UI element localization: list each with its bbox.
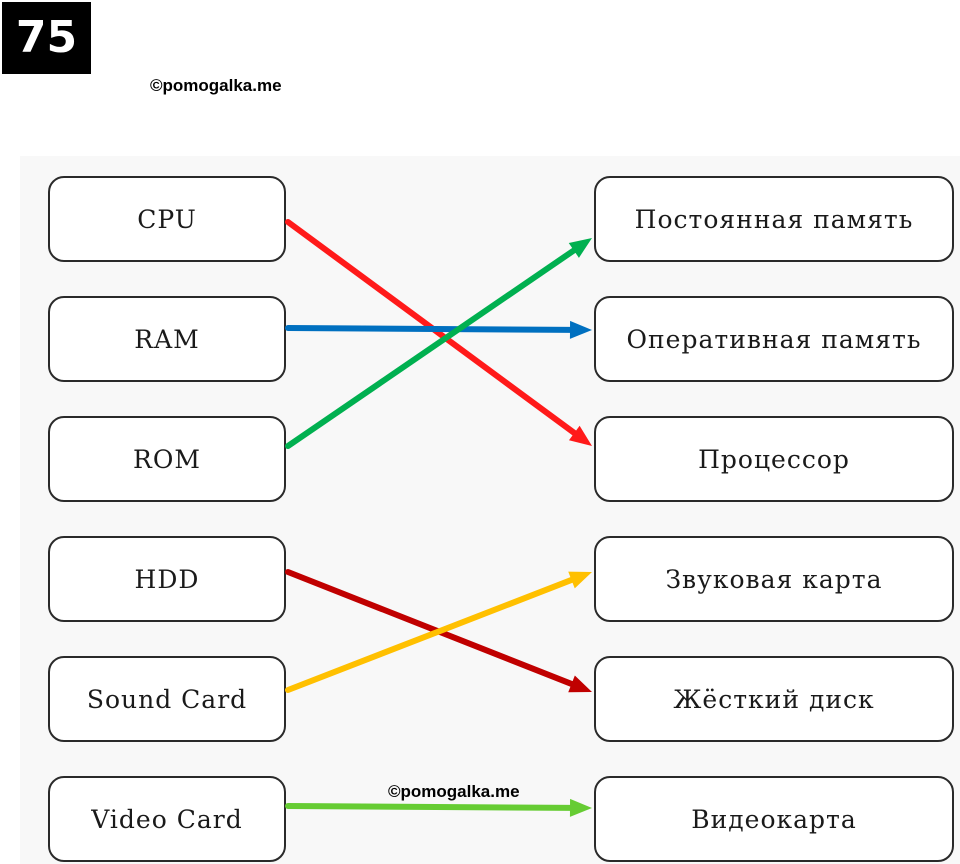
- arrow-line-video-card: [285, 803, 574, 811]
- arrow-head-video-card: [569, 798, 592, 817]
- arrow-head-hdd: [568, 675, 592, 693]
- left-box-sound-card: Sound Card: [48, 656, 286, 742]
- left-box-ram: RAM: [48, 296, 286, 382]
- left-box-cpu: CPU: [48, 176, 286, 262]
- arrow-line-ram: [285, 325, 574, 333]
- right-box-cpu: Процессор: [594, 416, 954, 502]
- right-box-hdd: Жёсткий диск: [594, 656, 954, 742]
- left-box-rom: ROM: [48, 416, 286, 502]
- left-box-hdd: HDD: [48, 536, 286, 622]
- right-box-rom: Постоянная память: [594, 176, 954, 262]
- right-box-label: Жёсткий диск: [673, 684, 875, 714]
- right-box-sound-card: Звуковая карта: [594, 536, 954, 622]
- task-number-badge: 75: [2, 2, 91, 74]
- right-box-label: Оперативная память: [626, 324, 922, 354]
- left-box-label: RAM: [134, 324, 200, 354]
- left-box-label: Sound Card: [86, 684, 248, 714]
- watermark-top: ©pomogalka.me: [150, 76, 282, 95]
- left-box-label: HDD: [134, 564, 200, 594]
- right-box-label: Постоянная память: [634, 204, 914, 234]
- arrow-line-hdd: [285, 569, 575, 687]
- right-box-video-card: Видеокарта: [594, 776, 954, 862]
- diagram-background: [20, 156, 960, 864]
- arrow-head-sound-card: [568, 571, 592, 589]
- arrow-head-rom: [568, 238, 592, 258]
- right-box-ram: Оперативная память: [594, 296, 954, 382]
- arrow-line-sound-card: [285, 576, 575, 693]
- right-box-label: Процессор: [698, 444, 850, 474]
- left-box-video-card: Video Card: [48, 776, 286, 862]
- right-box-label: Видеокарта: [691, 804, 857, 834]
- watermark-bottom: ©pomogalka.me: [388, 782, 520, 801]
- arrow-line-rom: [285, 247, 577, 449]
- arrow-head-ram: [569, 320, 592, 339]
- left-box-label: Video Card: [91, 804, 243, 834]
- right-box-label: Звуковая карта: [665, 564, 883, 594]
- left-box-label: ROM: [133, 444, 201, 474]
- arrow-head-cpu: [568, 425, 592, 446]
- left-box-label: CPU: [137, 204, 197, 234]
